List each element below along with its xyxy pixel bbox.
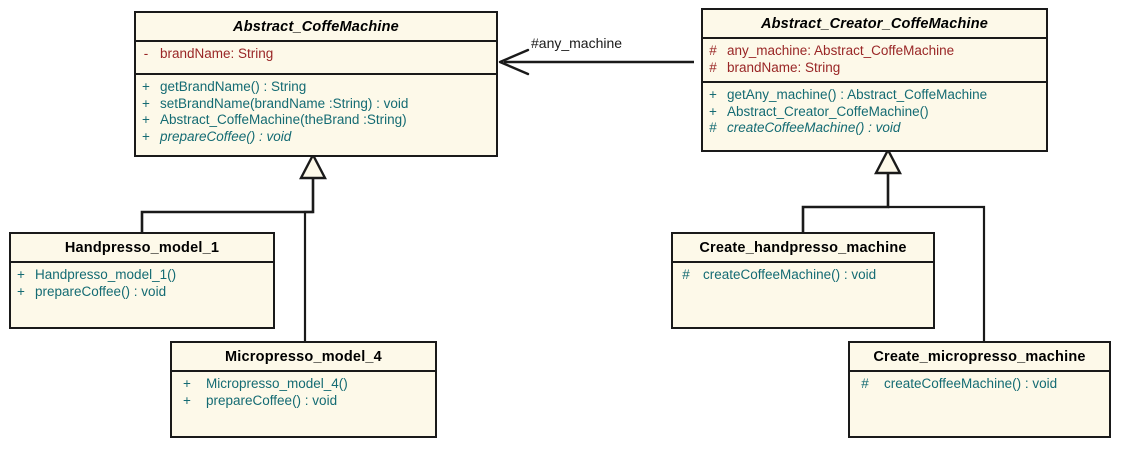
operation-signature: createCoffeeMachine() : void (727, 120, 901, 135)
operations-compartment-abstract-creator-coffemachine: + getAny_machine() : Abstract_CoffeMachi… (703, 83, 1046, 141)
class-box-create-handpresso-machine[interactable]: Create_handpresso_machine # createCoffee… (671, 232, 935, 329)
visibility-marker: # (682, 267, 690, 282)
visibility-marker: - (143, 46, 149, 61)
attribute-row: - brandName: String (136, 46, 496, 63)
operation-row: # createCoffeeMachine() : void (673, 267, 933, 284)
attribute-row: # any_machine: Abstract_CoffeMachine (703, 43, 1046, 60)
visibility-marker: + (17, 267, 25, 282)
class-name-micropresso-model-4: Micropresso_model_4 (172, 343, 435, 372)
operation-row: + setBrandName(brandName :String) : void (136, 96, 496, 113)
visibility-marker: + (17, 283, 25, 299)
operation-signature: getAny_machine() : Abstract_CoffeMachine (727, 87, 988, 102)
class-box-create-micropresso-machine[interactable]: Create_micropresso_machine # createCoffe… (848, 341, 1111, 438)
operation-row: + prepareCoffee() : void (172, 393, 435, 410)
class-box-abstract-coffemachine[interactable]: Abstract_CoffeMachine - brandName: Strin… (134, 11, 498, 157)
operations-compartment-create-micropresso-machine: # createCoffeeMachine() : void (850, 372, 1109, 397)
visibility-marker: + (142, 112, 150, 127)
visibility-marker: + (142, 128, 150, 144)
class-name-create-micropresso-machine: Create_micropresso_machine (850, 343, 1109, 372)
operation-row: + prepareCoffee() : void (11, 284, 273, 301)
class-name-handpresso-model-1: Handpresso_model_1 (11, 234, 273, 263)
visibility-marker: # (709, 120, 717, 135)
class-name-create-handpresso-machine: Create_handpresso_machine (673, 234, 933, 263)
visibility-marker: + (142, 79, 150, 94)
visibility-marker: # (861, 376, 869, 391)
attributes-compartment-abstract-coffemachine: - brandName: String (136, 42, 496, 75)
operation-signature: prepareCoffee() : void (160, 128, 292, 144)
inheritance-triangle-right (874, 147, 902, 175)
operation-row: + Abstract_CoffeMachine(theBrand :String… (136, 112, 496, 129)
operation-row: + getBrandName() : String (136, 79, 496, 96)
operation-row: + getAny_machine() : Abstract_CoffeMachi… (703, 87, 1046, 104)
operation-signature: prepareCoffee() : void (206, 392, 338, 408)
class-name-abstract-coffemachine: Abstract_CoffeMachine (136, 13, 496, 42)
attribute-signature: brandName: String (727, 59, 841, 75)
visibility-marker: + (709, 87, 717, 102)
class-name-abstract-creator-coffemachine: Abstract_Creator_CoffeMachine (703, 10, 1046, 39)
operation-signature: Abstract_CoffeMachine(theBrand :String) (160, 112, 407, 127)
association-label-any-machine: #any_machine (531, 35, 623, 51)
operation-signature: createCoffeeMachine() : void (884, 376, 1058, 391)
visibility-marker: + (183, 392, 191, 408)
class-box-abstract-creator-coffemachine[interactable]: Abstract_Creator_CoffeMachine # any_mach… (701, 8, 1048, 152)
visibility-marker: + (709, 103, 717, 119)
operation-row: + Micropresso_model_4() (172, 376, 435, 393)
association-any-machine (498, 48, 694, 76)
operations-compartment-handpresso-model-1: + Handpresso_model_1() + prepareCoffee()… (11, 263, 273, 304)
operation-row: + Handpresso_model_1() (11, 267, 273, 284)
operation-signature: Micropresso_model_4() (206, 376, 348, 391)
attribute-row: # brandName: String (703, 60, 1046, 77)
visibility-marker: + (183, 376, 191, 391)
attribute-signature: brandName: String (160, 46, 274, 61)
operations-compartment-micropresso-model-4: + Micropresso_model_4() + prepareCoffee(… (172, 372, 435, 413)
visibility-marker: # (709, 59, 717, 75)
operations-compartment-abstract-coffemachine: + getBrandName() : String + setBrandName… (136, 75, 496, 149)
operations-compartment-create-handpresso-machine: # createCoffeeMachine() : void (673, 263, 933, 288)
class-box-handpresso-model-1[interactable]: Handpresso_model_1 + Handpresso_model_1(… (9, 232, 275, 329)
operation-signature: getBrandName() : String (160, 79, 307, 94)
operation-row: # createCoffeeMachine() : void (703, 120, 1046, 137)
operation-row: + prepareCoffee() : void (136, 129, 496, 146)
operation-signature: Handpresso_model_1() (35, 267, 177, 282)
visibility-marker: + (142, 95, 150, 111)
visibility-marker: # (709, 43, 717, 58)
operation-signature: Abstract_Creator_CoffeMachine() (727, 103, 929, 119)
operation-row: # createCoffeeMachine() : void (850, 376, 1109, 393)
class-box-micropresso-model-4[interactable]: Micropresso_model_4 + Micropresso_model_… (170, 341, 437, 438)
operation-signature: setBrandName(brandName :String) : void (160, 95, 409, 111)
attributes-compartment-abstract-creator-coffemachine: # any_machine: Abstract_CoffeMachine # b… (703, 39, 1046, 83)
inheritance-triangle-left (299, 152, 327, 180)
operation-signature: prepareCoffee() : void (35, 283, 167, 299)
attribute-signature: any_machine: Abstract_CoffeMachine (727, 43, 955, 58)
operation-row: + Abstract_Creator_CoffeMachine() (703, 104, 1046, 121)
operation-signature: createCoffeeMachine() : void (703, 267, 877, 282)
